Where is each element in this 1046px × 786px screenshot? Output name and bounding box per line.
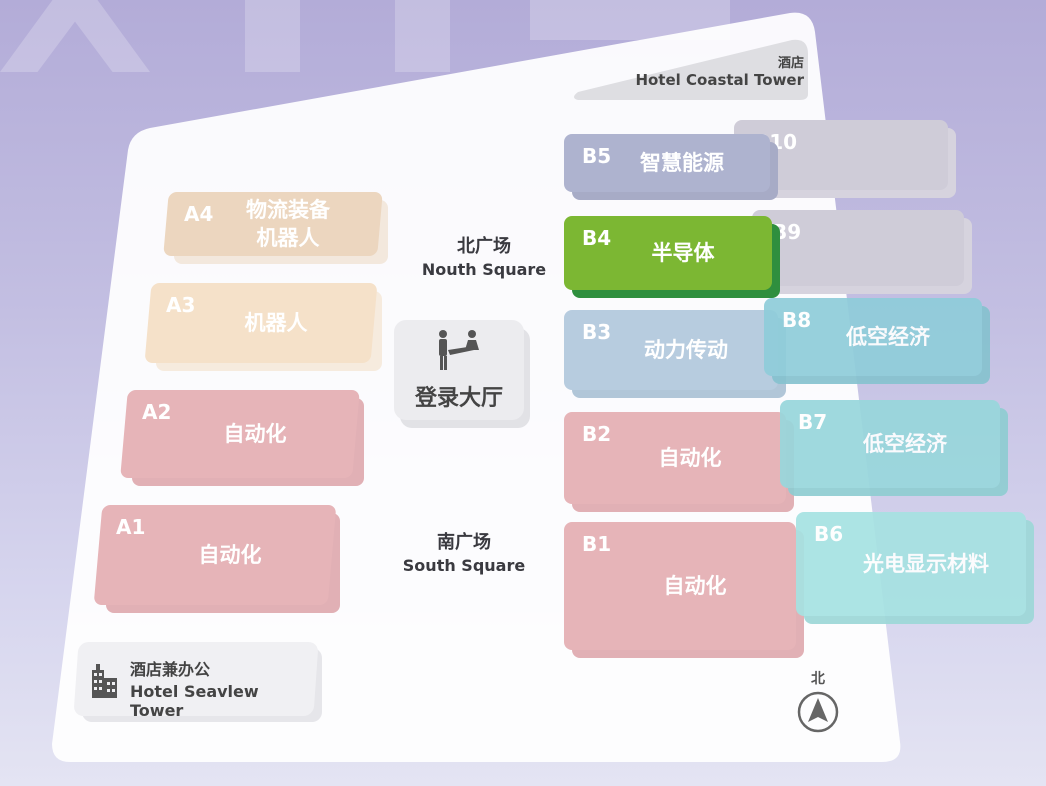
compass-label: 北	[811, 671, 825, 687]
hall-face	[764, 298, 982, 376]
hall-b7[interactable]: B7 低空经济	[780, 400, 1008, 496]
background-letter-shape	[395, 0, 450, 72]
hall-code: A1	[116, 515, 146, 539]
hall-label: 低空经济	[846, 325, 930, 349]
hotel-coastal-en: Hotel Coastal Tower	[635, 71, 804, 89]
south-square-zh: 南广场	[437, 532, 491, 553]
hall-face	[564, 310, 778, 390]
hall-b9[interactable]: B9	[752, 210, 972, 294]
hall-label: 机器人	[244, 311, 308, 335]
hall-b3[interactable]: B3 动力传动	[564, 310, 786, 398]
hall-label: 低空经济	[863, 432, 947, 456]
hall-a1[interactable]: A1 自动化	[93, 505, 340, 613]
hall-code: A3	[166, 293, 196, 317]
hall-face	[564, 216, 772, 290]
building-icon	[92, 664, 117, 698]
north-square-label: 北广场 Nouth Square	[420, 232, 548, 279]
hall-label: 动力传动	[644, 338, 728, 362]
hall-b4[interactable]: B4 半导体	[564, 216, 780, 298]
hall-code: B3	[582, 320, 612, 344]
hall-label: 物流装备	[246, 198, 330, 222]
hall-code: A4	[184, 202, 214, 226]
hall-a2[interactable]: A2 自动化	[120, 390, 364, 486]
hall-label: 光电显示材料	[863, 552, 989, 576]
hall-label: 自动化	[198, 543, 262, 567]
background-letter-shape	[245, 0, 300, 72]
hall-face	[752, 210, 964, 286]
hall-face	[564, 134, 770, 192]
hotel-coastal-tower-label[interactable]: 酒店 Hotel Coastal Tower	[635, 52, 804, 89]
hall-b2[interactable]: B2 自动化	[564, 412, 794, 512]
north-square-zh: 北广场	[457, 236, 511, 257]
hall-face	[564, 412, 786, 504]
hall-b1[interactable]: B1 自动化	[564, 522, 804, 658]
hall-label: 智慧能源	[640, 151, 724, 175]
registration-lobby[interactable]: 登录大厅	[394, 320, 530, 428]
hall-a4[interactable]: A4 物流装备 机器人	[163, 192, 388, 264]
lobby-label: 登录大厅	[414, 386, 503, 411]
hotel-coastal-zh: 酒店	[777, 56, 804, 71]
hall-a3[interactable]: A3 机器人	[144, 283, 382, 371]
registration-desk-icon	[439, 330, 479, 370]
north-square-en: Nouth Square	[421, 260, 547, 279]
hall-label: 半导体	[651, 241, 715, 265]
hall-face	[796, 512, 1026, 616]
hall-code: A2	[142, 400, 172, 424]
compass: 北	[796, 668, 840, 738]
south-square-label: 南广场 South Square	[400, 528, 528, 575]
hall-label: 自动化	[223, 422, 287, 446]
hall-label: 机器人	[256, 226, 320, 250]
hall-face	[780, 400, 1000, 488]
hall-code: B7	[798, 410, 828, 434]
lobby-face	[394, 320, 524, 420]
south-square-en: South Square	[402, 556, 526, 575]
hall-code: B1	[582, 532, 612, 556]
hall-code: B2	[582, 422, 612, 446]
hotel-seaview-zh: 酒店兼办公	[130, 660, 211, 679]
hotel-seaview-tower[interactable]: 酒店兼办公 Hotel Seavlew Tower	[73, 642, 322, 722]
hall-code: B5	[582, 144, 612, 168]
hall-b5[interactable]: B5 智慧能源	[564, 134, 778, 200]
north-arrow-icon	[797, 691, 839, 733]
hotel-seaview-en: Hotel Seavlew Tower	[130, 682, 259, 720]
hall-code: B6	[814, 522, 844, 546]
hall-b8[interactable]: B8 低空经济	[764, 298, 990, 384]
hall-code: B4	[582, 226, 612, 250]
hall-b6[interactable]: B6 光电显示材料	[796, 512, 1034, 624]
hall-label: 自动化	[663, 574, 727, 598]
hall-label: 自动化	[658, 446, 722, 470]
hall-code: B8	[782, 308, 812, 332]
hall-face	[564, 522, 796, 650]
